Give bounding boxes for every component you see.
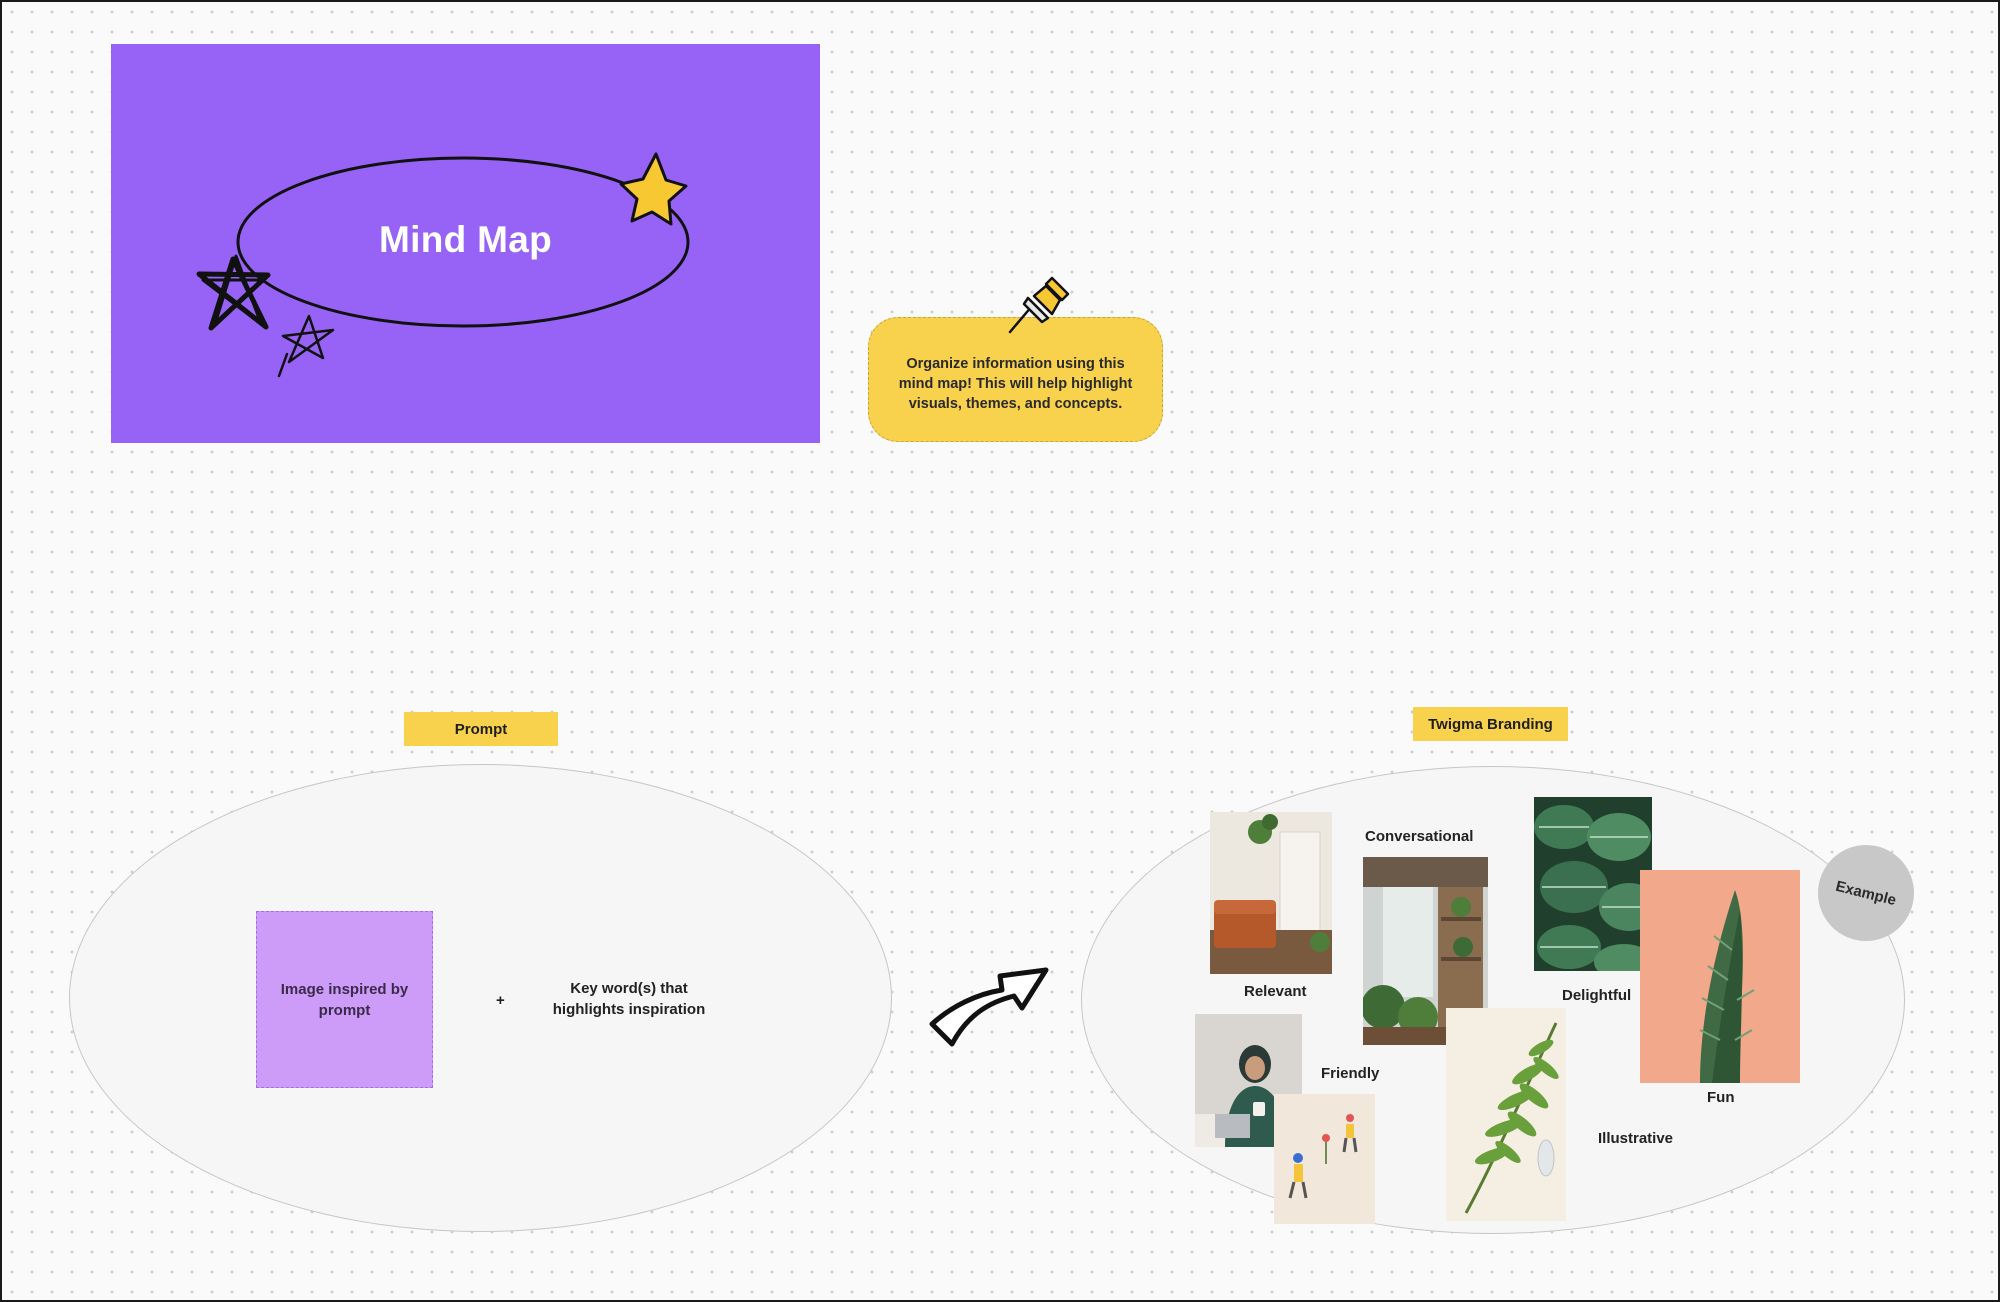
delightful-label: Delightful <box>1562 987 1632 1004</box>
mind-map-title: Mind Map <box>379 219 552 260</box>
curved-arrow-icon <box>929 967 1049 1047</box>
title-ellipse <box>236 156 690 328</box>
mind-map-title-card[interactable]: Mind Map <box>111 44 820 443</box>
prompt-ellipse[interactable] <box>69 764 892 1232</box>
tip-text: Organize information using this mind map… <box>898 355 1133 412</box>
example-badge-text: Example <box>1834 877 1898 909</box>
illustrative-label: Illustrative <box>1598 1130 1674 1147</box>
title-decorations <box>196 152 690 378</box>
plus-sign: + <box>496 992 505 1009</box>
tip-sticky-note[interactable]: Organize information using this mind map… <box>868 317 1163 442</box>
friendly-illustration[interactable] <box>1274 1094 1375 1224</box>
relevant-label: Relevant <box>1244 983 1307 1000</box>
prompt-tag[interactable]: Prompt <box>404 712 558 746</box>
friendly-label: Friendly <box>1321 1065 1380 1082</box>
scribble-star-icon-small <box>277 314 335 378</box>
delightful-photo[interactable] <box>1534 797 1652 971</box>
fun-photo[interactable] <box>1640 870 1800 1083</box>
image-placeholder-sticky[interactable]: Image inspired by prompt <box>256 911 433 1088</box>
conversational-label: Conversational <box>1365 828 1474 845</box>
star-icon <box>619 152 688 226</box>
illustrative-photo[interactable] <box>1446 1008 1566 1221</box>
twigma-branding-tag[interactable]: Twigma Branding <box>1413 707 1568 741</box>
scribble-star-icon <box>196 254 271 331</box>
example-badge[interactable]: Example <box>1818 845 1914 941</box>
pushpin-icon <box>1008 276 1070 334</box>
image-placeholder-text: Image inspired by prompt <box>280 980 409 1019</box>
relevant-photo[interactable] <box>1210 812 1332 974</box>
fun-label: Fun <box>1707 1089 1735 1106</box>
keywords-text[interactable]: Key word(s) that highlights inspiration <box>552 980 706 1018</box>
